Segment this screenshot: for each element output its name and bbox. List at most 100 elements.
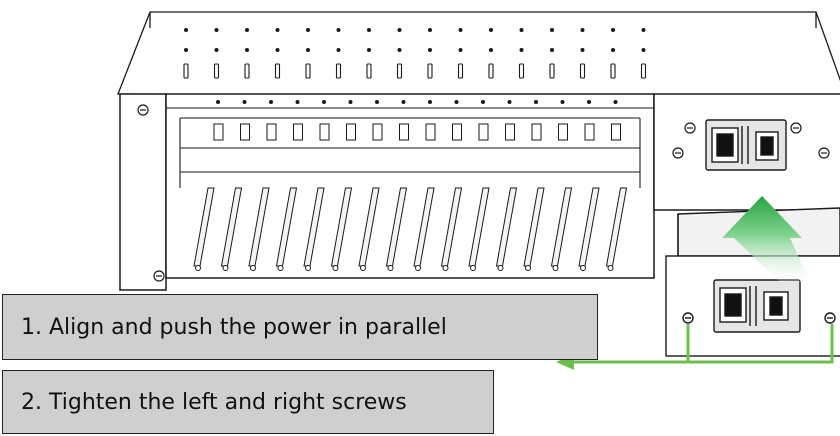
vent-dot: [428, 28, 432, 32]
guide-screw: [607, 265, 614, 271]
rail-slot: [611, 123, 621, 141]
rail-slot: [478, 123, 489, 141]
vent-slot: [457, 63, 464, 79]
rail-slot: [293, 123, 303, 141]
vent-slot: [579, 63, 586, 79]
vent-dot: [184, 28, 188, 32]
rail-slot: [319, 123, 330, 141]
vent-slot: [213, 63, 220, 79]
power-switch-icon: [755, 131, 779, 161]
screw-icon: [682, 312, 694, 324]
guide-screw: [360, 265, 366, 271]
rail-slot: [425, 123, 436, 141]
guide-screw: [497, 265, 504, 271]
rail-hole: [242, 100, 247, 104]
rail-hole: [507, 100, 512, 104]
vent-dot: [397, 28, 402, 32]
vent-slot: [274, 63, 281, 79]
rail-hole: [560, 100, 565, 104]
rail-hole: [295, 100, 300, 104]
rail-slot: [558, 123, 568, 141]
rail-hole: [216, 100, 220, 104]
rail-hole: [454, 100, 459, 104]
vent-dot: [489, 28, 493, 32]
power-socket-icon: [711, 127, 739, 163]
vent-dot: [245, 48, 249, 52]
vent-dot: [306, 28, 310, 32]
screw-icon: [153, 270, 165, 282]
step-2-callout: 2. Tighten the left and right screws: [2, 370, 494, 434]
vent-dot: [580, 28, 585, 32]
rail-slot: [531, 123, 542, 141]
vent-dot: [336, 48, 341, 52]
chassis-top-cover: [117, 11, 840, 97]
rail-hole: [481, 100, 485, 104]
screw-icon: [684, 122, 696, 134]
vent-dot: [580, 48, 585, 52]
guide-screw: [277, 265, 284, 271]
rail-slot: [346, 123, 356, 141]
screw-icon: [790, 122, 802, 134]
rail-slot: [372, 123, 383, 141]
screw-icon: [818, 147, 830, 159]
insert-arrow-icon: [722, 196, 810, 282]
rail-slot: [213, 123, 224, 141]
rail-slot: [266, 123, 277, 141]
step-1-callout: 1. Align and push the power in parallel: [2, 294, 598, 360]
vent-slot: [366, 63, 372, 79]
rail-hole: [613, 100, 618, 104]
rail-hole: [534, 100, 538, 104]
vent-dot: [641, 28, 646, 32]
rail-hole: [269, 100, 273, 104]
rail-slot: [399, 123, 409, 141]
vent-slot: [488, 63, 494, 79]
guide-screw: [552, 265, 559, 271]
vent-slot: [610, 63, 616, 79]
vent-slot: [427, 63, 433, 79]
vent-dot: [550, 48, 554, 52]
rail-hole: [401, 100, 406, 104]
vent-slot: [549, 63, 555, 79]
vent-slot: [335, 63, 342, 79]
installed-power-module: [705, 119, 787, 171]
power-switch-icon: [763, 291, 789, 321]
vent-dot: [611, 28, 615, 32]
chassis-screws: [137, 104, 830, 282]
vent-dot: [275, 48, 280, 52]
vent-dot: [214, 28, 219, 32]
vent-dot: [519, 28, 524, 32]
screw-leader-lines: [572, 324, 834, 364]
vent-dot: [336, 28, 341, 32]
vent-dot: [458, 48, 463, 52]
rail-slot: [584, 123, 595, 141]
vent-slot: [518, 63, 525, 79]
vent-dot: [367, 28, 371, 32]
step-1-text: 1. Align and push the power in parallel: [21, 314, 447, 340]
power-socket-icon: [719, 287, 747, 323]
vent-dot: [214, 48, 219, 52]
guide-screw: [470, 265, 476, 271]
inserting-power-module: [665, 207, 840, 357]
vent-dot: [184, 48, 188, 52]
vent-slot: [244, 63, 250, 79]
vent-dot: [641, 48, 646, 52]
screw-icon: [137, 104, 149, 116]
vent-slot: [183, 63, 189, 79]
vent-slot: [396, 63, 403, 79]
vent-dot: [245, 28, 249, 32]
vent-dot: [519, 48, 524, 52]
rail-hole: [348, 100, 353, 104]
screw-icon: [824, 312, 836, 324]
vent-dot: [550, 28, 554, 32]
vent-dot: [489, 48, 493, 52]
vent-dot: [397, 48, 402, 52]
rail-slot: [240, 123, 250, 141]
guide-screw: [195, 265, 201, 271]
rail-slot: [452, 123, 462, 141]
guide-screw: [525, 265, 531, 271]
vent-dot: [275, 28, 280, 32]
rail-hole: [428, 100, 432, 104]
guide-screw: [387, 265, 394, 271]
rail-slot: [505, 123, 515, 141]
